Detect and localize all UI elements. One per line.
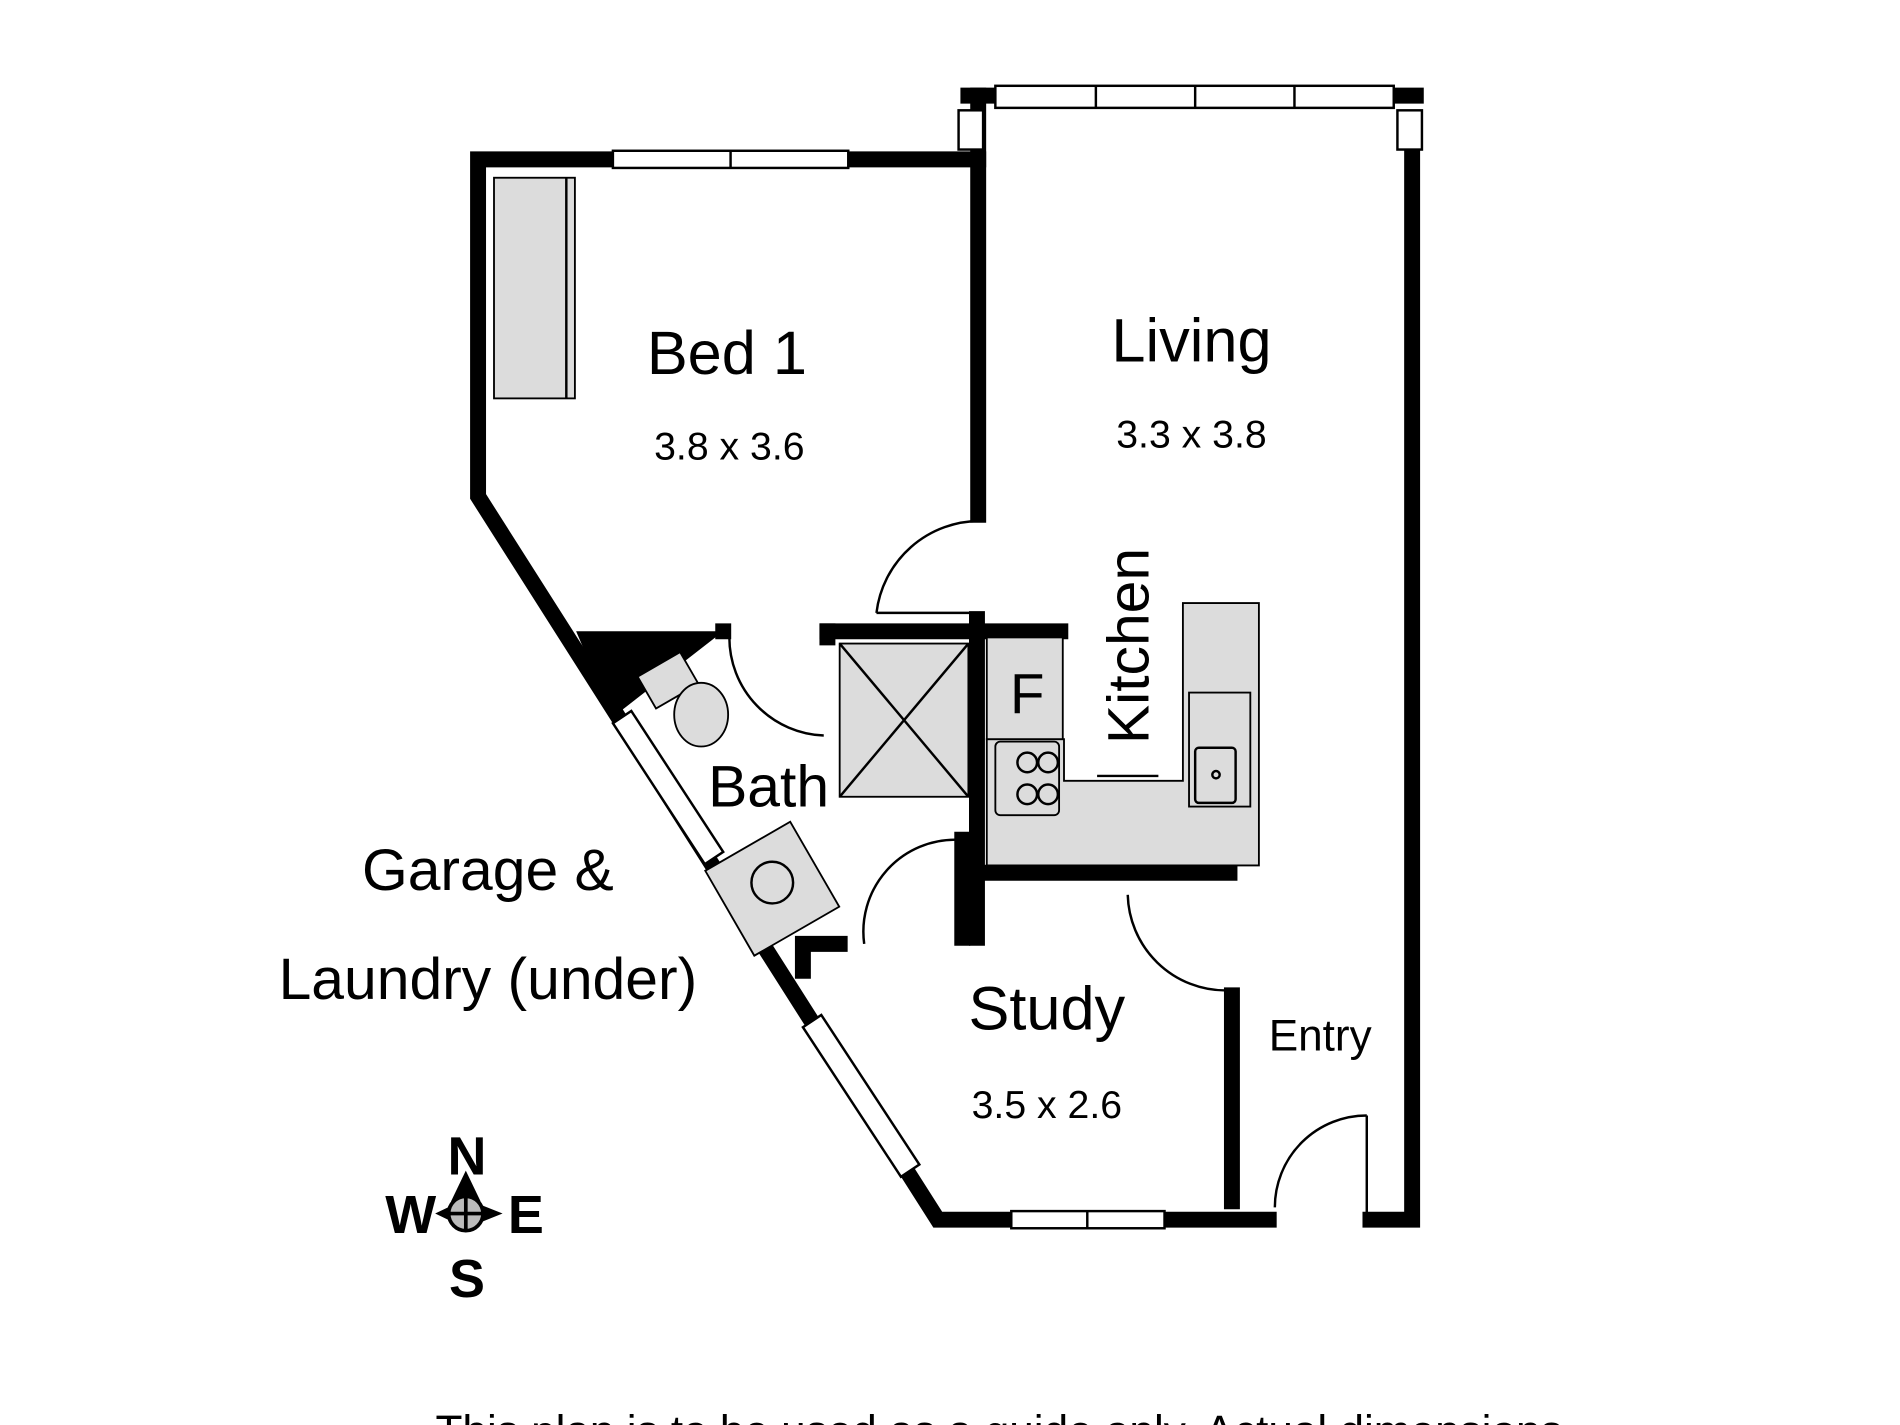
svg-text:W: W bbox=[385, 1185, 436, 1245]
entry-label: Entry bbox=[1269, 1012, 1372, 1061]
windows bbox=[611, 84, 1424, 1230]
kitchen-bench bbox=[985, 602, 1260, 867]
bed1-label: Bed 1 bbox=[647, 319, 807, 387]
doors bbox=[728, 519, 1368, 1220]
sink-icon bbox=[1188, 691, 1252, 808]
garage-label-line1: Garage & bbox=[362, 838, 614, 903]
bath-label: Bath bbox=[708, 755, 829, 820]
cooktop-icon bbox=[994, 740, 1061, 817]
shower bbox=[838, 642, 970, 798]
interior-walls bbox=[715, 611, 1240, 1210]
compass-icon: N W E S bbox=[385, 1126, 544, 1309]
wardrobe bbox=[493, 176, 576, 400]
living-label: Living bbox=[1111, 307, 1271, 375]
disclaimer: This plan is to be used as a guide only.… bbox=[435, 1407, 1562, 1425]
toilet-icon bbox=[636, 650, 730, 748]
study-label: Study bbox=[968, 975, 1125, 1043]
bed1-size: 3.8 x 3.6 bbox=[654, 425, 804, 469]
study-size: 3.5 x 2.6 bbox=[972, 1083, 1122, 1127]
svg-text:E: E bbox=[508, 1185, 544, 1245]
fridge-label: F bbox=[1010, 662, 1044, 725]
svg-text:N: N bbox=[448, 1126, 487, 1186]
basin-icon bbox=[704, 820, 841, 957]
kitchen-label: Kitchen bbox=[1097, 548, 1162, 744]
svg-text:S: S bbox=[449, 1249, 485, 1309]
living-size: 3.3 x 3.8 bbox=[1116, 412, 1266, 456]
garage-label-line2: Laundry (under) bbox=[279, 947, 698, 1012]
